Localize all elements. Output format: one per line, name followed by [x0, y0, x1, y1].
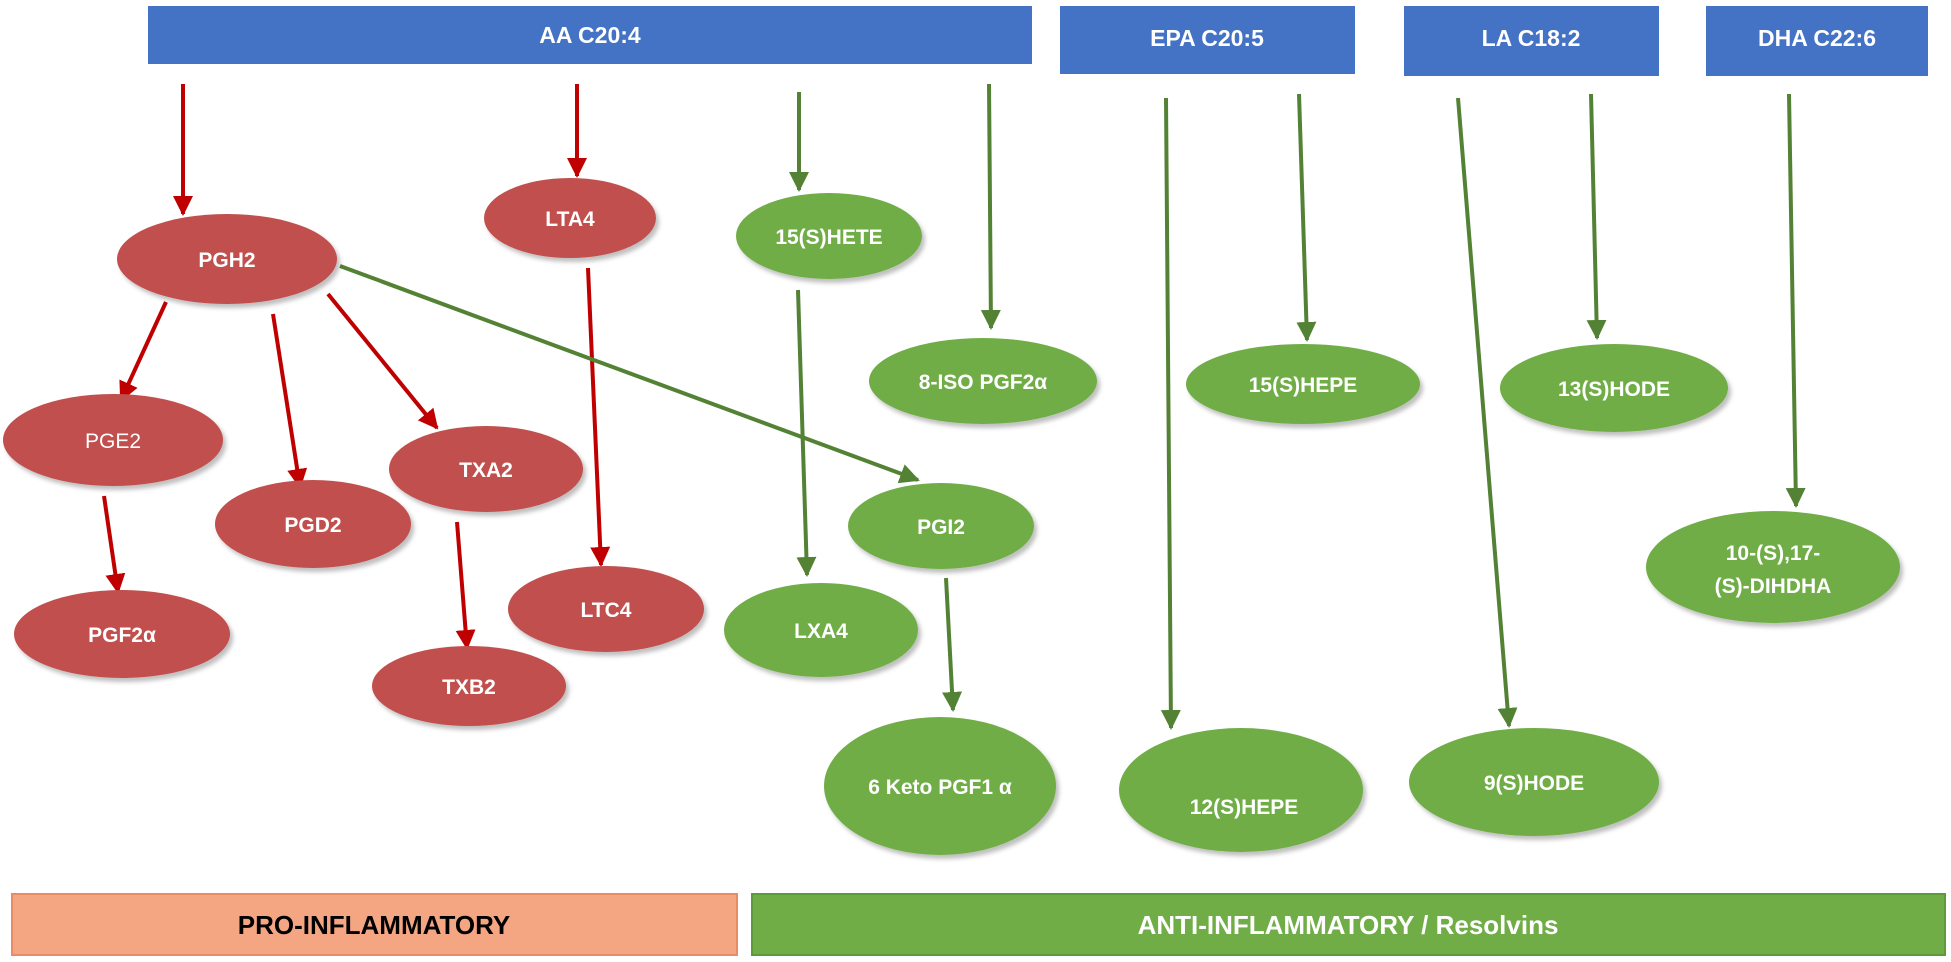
node-15-hete-label: 15(S)HETE: [775, 226, 882, 249]
node-9-hode-label: 9(S)HODE: [1484, 772, 1584, 795]
node-txb2-label: TXB2: [442, 676, 496, 699]
node-ltc4: LTC4: [508, 566, 704, 652]
node-6-keto-pgf1a-label: 6 Keto PGF1 α: [868, 776, 1012, 799]
arrow-aa-to-8-iso-pgf2a: [980, 83, 1001, 330]
anti-arrows: [339, 83, 1806, 730]
node-pgd2-label: PGD2: [284, 514, 341, 537]
node-6-keto-pgf1a: 6 Keto PGF1 α: [824, 717, 1056, 855]
node-pgf2a-label: PGF2α: [88, 624, 156, 647]
node-pge2-label: PGE2: [85, 430, 141, 453]
arrow-la-to-9-hode: [1456, 97, 1518, 728]
node-13-hode: 13(S)HODE: [1500, 344, 1728, 432]
node-pgi2-label: PGI2: [917, 516, 965, 539]
header-aa-label: AA C20:4: [539, 22, 641, 48]
arrow-la-to-13-hode: [1586, 93, 1607, 340]
header-dha-label: DHA C22:6: [1758, 25, 1876, 51]
node-lxa4-label: LXA4: [794, 620, 848, 643]
node-txa2-label: TXA2: [459, 459, 513, 482]
pro-arrows: [102, 84, 611, 650]
node-pge2: PGE2: [3, 394, 223, 486]
node-lta4-label: LTA4: [545, 208, 595, 231]
node-9-hode: 9(S)HODE: [1409, 728, 1659, 836]
arrow-txa2-to-txb2: [455, 521, 476, 650]
node-pgd2: PGD2: [215, 480, 411, 568]
node-12-hepe-label: 12(S)HEPE: [1190, 796, 1299, 819]
node-dihdha-label-line2: (S)-DIHDHA: [1715, 575, 1832, 598]
arrow-epa-to-15-hepe: [1296, 93, 1317, 342]
node-13-hode-label: 13(S)HODE: [1558, 378, 1670, 401]
node-12-hepe: 12(S)HEPE: [1119, 728, 1363, 852]
arrow-15-hete-to-lxa4: [796, 289, 817, 577]
node-pgh2: PGH2: [117, 214, 337, 304]
arrow-pge2-to-pgf2a: [102, 495, 126, 594]
header-aa: AA C20:4: [148, 6, 1032, 64]
node-dihdha-label-line1: 10-(S),17-: [1726, 542, 1821, 565]
node-pgf2a: PGF2α: [14, 590, 230, 678]
node-ltc4-label: LTC4: [581, 599, 632, 622]
node-txb2: TXB2: [372, 646, 566, 726]
node-lta4: LTA4: [484, 178, 656, 258]
arrow-pgh2-to-pge2: [119, 301, 168, 402]
node-15-hepe-label: 15(S)HEPE: [1249, 374, 1358, 397]
arrow-pgh2-to-pgi2: [339, 264, 920, 484]
arrow-dha-to-dihdha: [1785, 93, 1806, 508]
category-pro-label: PRO-INFLAMMATORY: [238, 910, 511, 940]
category-anti-label: ANTI-INFLAMMATORY / Resolvins: [1138, 910, 1559, 940]
node-dihdha: 10-(S),17- (S)-DIHDHA: [1646, 511, 1900, 623]
arrow-pgh2-to-txa2: [326, 292, 439, 430]
header-la: LA C18:2: [1404, 6, 1659, 76]
node-pgh2-label: PGH2: [198, 249, 255, 272]
arrow-lta4-to-ltc4: [586, 267, 611, 567]
category-anti-inflammatory: ANTI-INFLAMMATORY / Resolvins: [751, 893, 1946, 956]
category-pro-inflammatory: PRO-INFLAMMATORY: [11, 893, 738, 956]
arrow-pgi2-to-6-keto: [942, 577, 963, 712]
header-dha: DHA C22:6: [1706, 6, 1928, 76]
arrow-epa-to-12-hepe: [1160, 97, 1181, 730]
arrow-pgh2-to-pgd2: [271, 313, 308, 489]
node-txa2: TXA2: [389, 426, 583, 512]
node-15-hete: 15(S)HETE: [736, 193, 922, 279]
header-epa-label: EPA C20:5: [1150, 25, 1264, 51]
node-pgi2: PGI2: [848, 483, 1034, 569]
node-lxa4: LXA4: [724, 583, 918, 677]
header-la-label: LA C18:2: [1482, 25, 1581, 51]
node-15-hepe: 15(S)HEPE: [1186, 344, 1420, 424]
node-8-iso-pgf2a-label: 8-ISO PGF2α: [919, 371, 1048, 394]
node-8-iso-pgf2a: 8-ISO PGF2α: [869, 338, 1097, 424]
header-epa: EPA C20:5: [1060, 6, 1355, 74]
